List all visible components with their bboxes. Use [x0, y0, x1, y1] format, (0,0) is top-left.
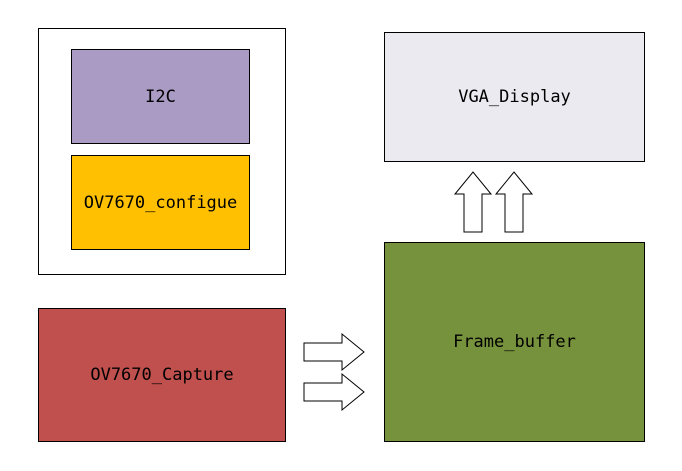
- i2c-label: I2C: [145, 86, 176, 107]
- i2c-block: I2C: [71, 49, 250, 144]
- up-arrow-icon: [494, 171, 534, 233]
- ov7670-configure-label: OV7670_configue: [83, 192, 238, 213]
- ov7670-capture-label: OV7670_Capture: [90, 365, 234, 385]
- vga-display-block: VGA_Display: [384, 32, 645, 162]
- vga-display-label: VGA_Display: [458, 87, 571, 107]
- ov7670-capture-block: OV7670_Capture: [38, 308, 286, 442]
- right-arrow-icon: [303, 332, 365, 372]
- frame-buffer-block: Frame_buffer: [384, 242, 645, 442]
- frame-buffer-label: Frame_buffer: [453, 332, 576, 352]
- camera-config-group: [38, 28, 286, 275]
- up-arrow-icon: [453, 171, 493, 233]
- right-arrow-icon: [303, 372, 365, 412]
- ov7670-configure-block: OV7670_configue: [71, 155, 250, 250]
